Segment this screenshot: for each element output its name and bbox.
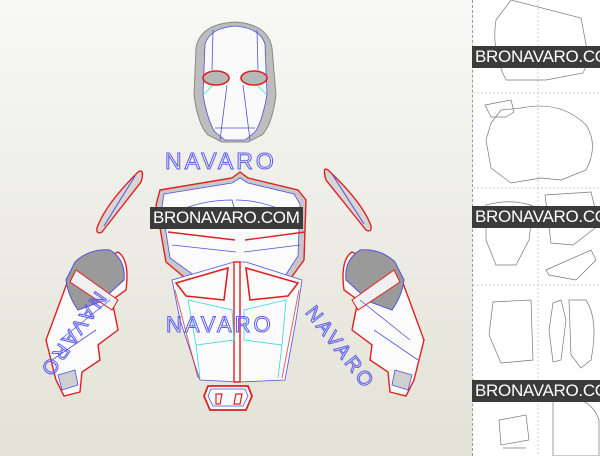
right-shoulder-part bbox=[323, 168, 372, 232]
bronavaro-banner-sheet-middle: BRONAVARO.COM bbox=[472, 206, 600, 228]
3d-model-preview: NAVARO NAVARO NAVARO NAVARO BRONAVARO.CO… bbox=[0, 0, 472, 456]
navaro-watermark-top: NAVARO bbox=[165, 148, 277, 175]
bronavaro-banner-sheet-top: BRONAVARO.COM bbox=[472, 46, 600, 68]
belt-buckle-part bbox=[203, 385, 253, 411]
bronavaro-banner-sheet-bottom: BRONAVARO.COM bbox=[472, 380, 600, 402]
right-forearm-part bbox=[342, 249, 425, 397]
helmet-part bbox=[193, 21, 277, 143]
pattern-pieces-svg bbox=[473, 0, 600, 456]
pattern-sheet-preview: BRONAVARO.COM BRONAVARO.COM BRONAVARO.CO… bbox=[472, 0, 600, 456]
left-forearm-part bbox=[45, 249, 128, 397]
left-shoulder-part bbox=[96, 170, 144, 234]
abdomen-part bbox=[171, 261, 303, 383]
bronavaro-banner-model: BRONAVARO.COM bbox=[150, 207, 303, 229]
navaro-watermark-center: NAVARO bbox=[166, 312, 274, 338]
